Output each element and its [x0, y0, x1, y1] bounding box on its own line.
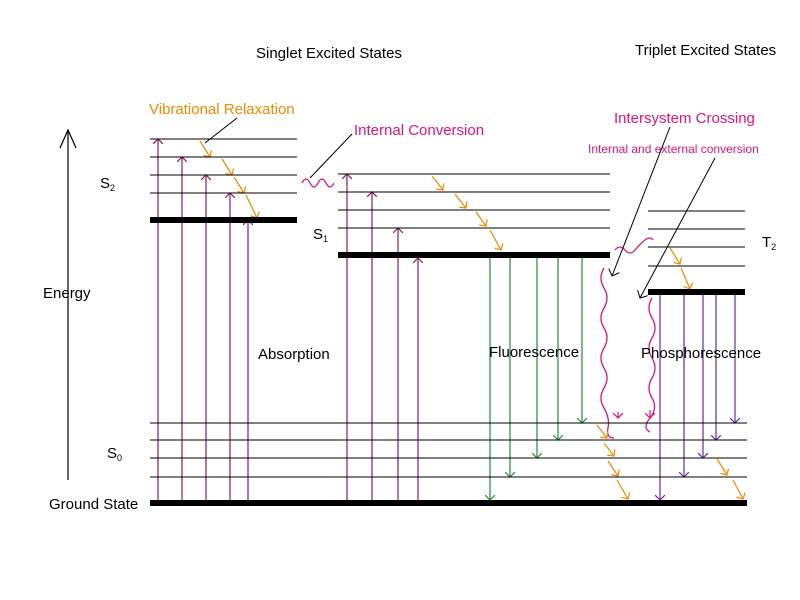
wavy-t2-to-s0 [645, 297, 656, 433]
label-ground-state: Ground State [49, 496, 138, 513]
vibrational-relaxation-arrow-16 [732, 479, 743, 499]
pointer-intersystem-crossing [612, 126, 671, 276]
vibrational-relaxation-arrow-10 [680, 267, 690, 289]
heading-singlet: Singlet Excited States [256, 45, 402, 62]
label-s2: S2 [100, 175, 115, 193]
label-energy: Energy [43, 285, 91, 302]
pointer-internal-external-conversion [640, 157, 716, 298]
pointer-vibrational-relaxation [204, 117, 238, 144]
label-internal-conversion: Internal Conversion [354, 122, 484, 139]
label-t2: T2 [762, 234, 776, 252]
label-intersystem-crossing: Intersystem Crossing [614, 110, 755, 127]
vibrational-relaxation-arrow-8 [489, 229, 501, 250]
label-vibrational-relaxation: Vibrational Relaxation [149, 101, 295, 118]
label-fluorescence: Fluorescence [489, 344, 579, 361]
vibrational-relaxation-arrow-3 [233, 176, 244, 193]
pointer-internal-conversion [309, 133, 353, 179]
label-absorption: Absorption [258, 346, 330, 363]
label-internal-external-conversion: Internal and external conversion [588, 142, 759, 156]
label-s1: S1 [313, 226, 328, 244]
vibrational-relaxation-arrow-4 [245, 194, 257, 218]
label-s0: S0 [107, 445, 122, 463]
vibrational-relaxation-arrow-1 [199, 140, 210, 157]
heading-triplet: Triplet Excited States [635, 42, 776, 59]
vibrational-relaxation-arrow-5 [431, 175, 443, 190]
vibrational-relaxation-arrow-7 [475, 211, 486, 226]
vibrational-relaxation-arrow-13 [607, 460, 618, 476]
vibrational-relaxation-arrow-14 [616, 479, 628, 499]
vibrational-relaxation-arrow-2 [221, 158, 232, 175]
wavy-s1-to-s0 [600, 267, 615, 439]
wavy-internal-conversion [301, 178, 335, 188]
vibrational-relaxation-arrow-9 [669, 247, 680, 264]
vibrational-relaxation-arrow-6 [454, 193, 466, 208]
energy-axis-arrowhead [59, 128, 77, 149]
label-phosphorescence: Phosphorescence [641, 345, 761, 362]
vibrational-relaxation-arrow-12 [603, 442, 614, 456]
wavy-intersystem-crossing [614, 237, 654, 254]
vibrational-relaxation-arrow-11 [596, 424, 607, 438]
vibrational-relaxation-arrow-15 [716, 458, 727, 475]
